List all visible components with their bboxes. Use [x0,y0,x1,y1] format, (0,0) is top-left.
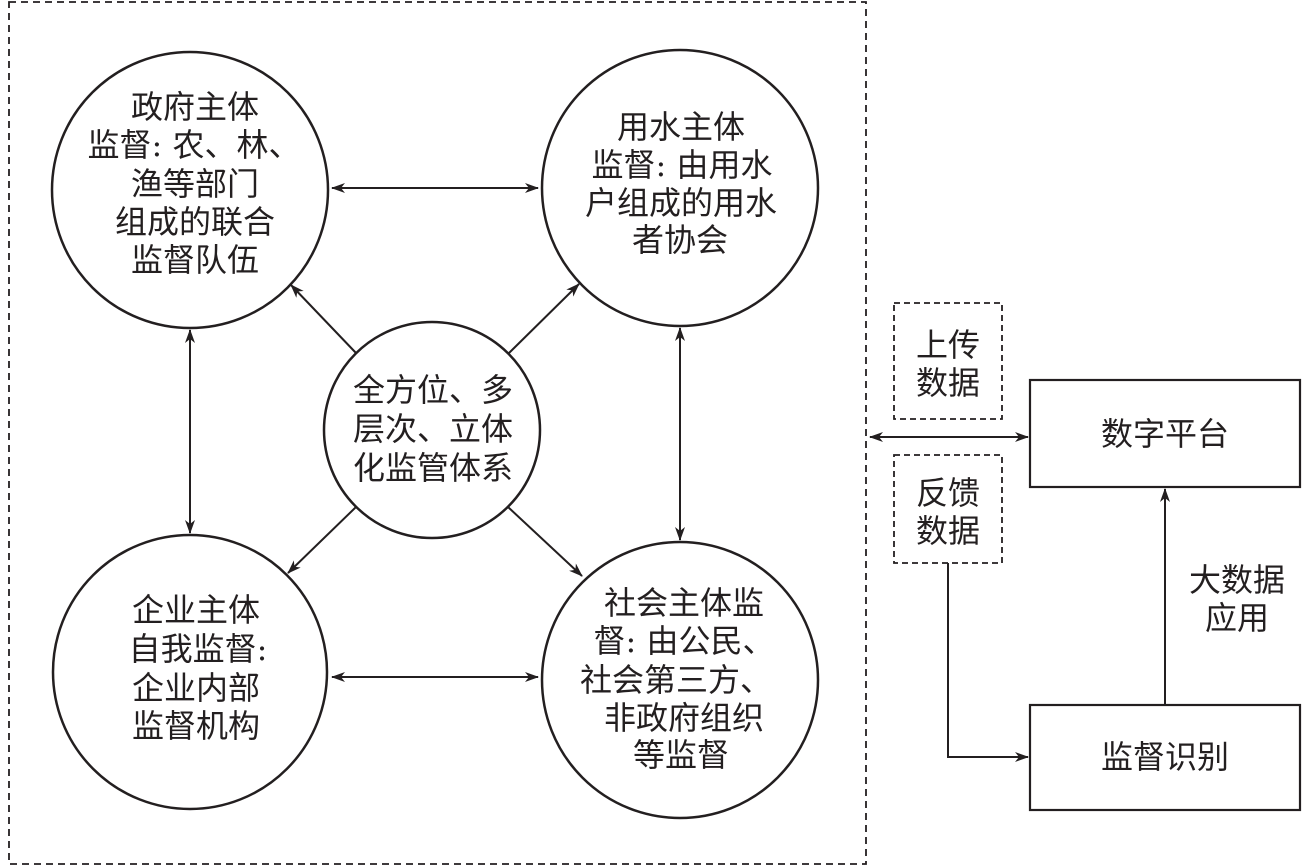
node-water-users-line-2: 监督: 由用水 [592,146,773,184]
node-core-line-2: 层次、立体 [353,410,513,448]
node-society-line-4: 非政府组织 [604,699,764,737]
node-water-users: 用水主体 监督: 由用水 户组成的用水 者协会 [540,48,820,328]
feedback-data-line-2: 数据 [916,512,980,550]
feedback-data-dashed-box [893,454,1003,564]
node-society-line-1: 社会主体监 [604,584,764,622]
big-data-application-label: 大数据 应用 [1189,561,1285,637]
node-core-line-3: 化监管体系 [353,449,513,487]
digital-platform-label: 数字平台 [1101,415,1229,453]
upload-data-line-2: 数据 [916,364,980,402]
node-government-line-4: 组成的联合 [115,203,275,241]
upload-data-line-1: 上传 [916,326,980,364]
node-enterprise: 企业主体 自我监督: 企业内部 监督机构 [51,533,329,811]
upload-data-tag: 上传 数据 [893,302,1003,420]
upload-data-dashed-box [893,302,1003,420]
digital-platform-box [1028,378,1302,489]
node-society-line-2: 督: 由公民、 [594,622,775,660]
supervision-identification-label: 监督识别 [1101,738,1229,776]
node-water-users-circle [540,48,820,328]
node-society: 社会主体监 督: 由公民、 社会第三方、 非政府组织 等监督 [540,540,820,820]
node-water-users-line-3: 户组成的用水 [585,184,777,222]
system-boundary-dashed-frame [8,1,867,865]
node-government-circle [50,50,330,330]
node-society-circle [540,540,820,820]
feedback-data-tag: 反馈 数据 [893,454,1003,564]
arrow-feedback-to-identification [947,563,1029,762]
node-core-line-1: 全方位、多 [353,371,513,409]
node-society-line-3: 社会第三方、 [580,661,772,699]
node-society-line-5: 等监督 [633,736,729,774]
node-government-line-1: 政府主体 [131,88,259,126]
node-enterprise-line-1: 企业主体 [132,591,260,629]
arrow-core-to-water-users [508,283,580,354]
digital-platform-node: 数字平台 [1028,378,1302,489]
node-water-users-line-4: 者协会 [632,221,728,259]
arrow-core-to-government [290,284,357,354]
node-government-line-2: 监督: 农、林、 [88,126,301,164]
big-data-application-line-2: 应用 [1205,599,1269,637]
big-data-application-line-1: 大数据 [1189,561,1285,599]
arrow-core-to-enterprise [287,506,357,574]
supervision-identification-box [1028,703,1302,812]
node-enterprise-line-2: 自我监督: [129,630,268,668]
node-government-line-3: 渔等部门 [131,165,259,203]
node-enterprise-circle [51,533,329,811]
node-core-circle [322,320,542,540]
node-enterprise-line-4: 监督机构 [132,707,260,745]
arrow-core-to-society [507,506,583,577]
node-government-line-5: 监督队伍 [131,241,259,279]
node-government: 政府主体 监督: 农、林、 渔等部门 组成的联合 监督队伍 [50,50,330,330]
feedback-data-line-1: 反馈 [916,474,980,512]
node-enterprise-line-3: 企业内部 [132,669,260,707]
supervision-identification-node: 监督识别 [1028,703,1302,812]
node-core: 全方位、多 层次、立体 化监管体系 [322,320,542,540]
node-water-users-line-1: 用水主体 [617,108,745,146]
